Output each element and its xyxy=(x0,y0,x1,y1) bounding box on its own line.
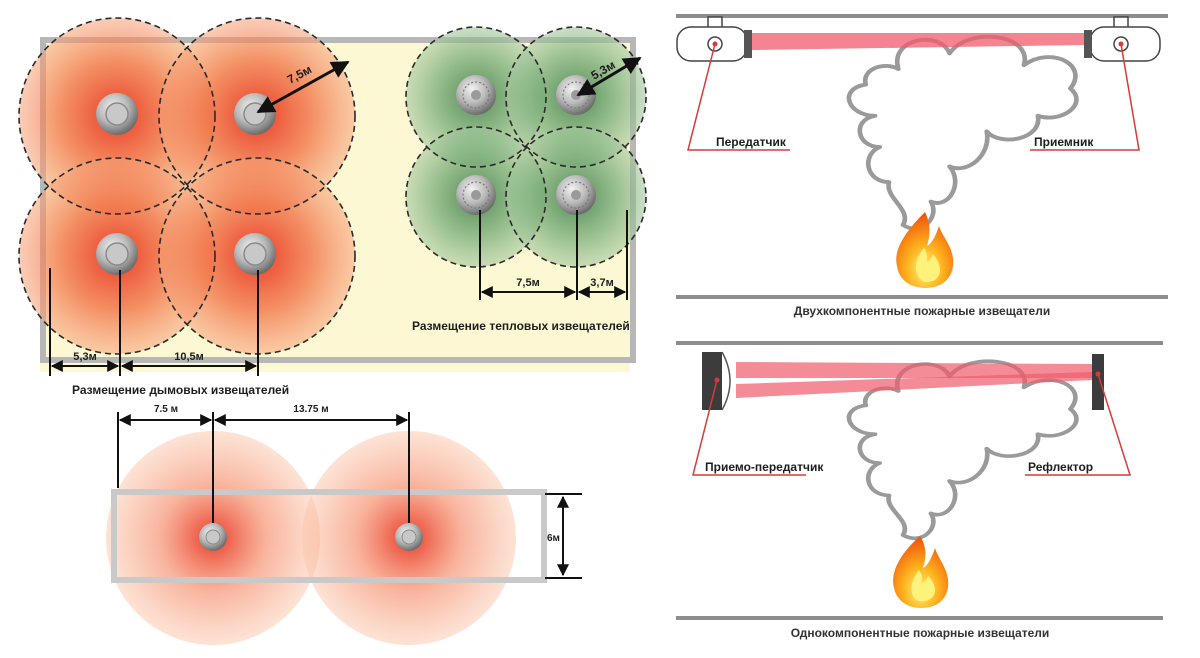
transceiver-leader xyxy=(692,379,806,476)
heat-detector-panel: 5,3м 7,5м 3,7м Размещение тепловых извещ… xyxy=(405,26,647,333)
heat-dim-left: 7,5м xyxy=(516,277,539,289)
corridor-panel: 7.5 м 13.75 м 6м xyxy=(106,404,582,645)
smoke-detector-icon xyxy=(234,233,276,275)
corridor-walls xyxy=(111,489,547,583)
corridor-dim-left: 7.5 м xyxy=(154,404,178,415)
corridor-dim-mid: 13.75 м xyxy=(293,404,328,415)
heat-radius-arrow xyxy=(576,56,642,97)
light-beam-outgoing xyxy=(736,362,1092,378)
heat-caption: Размещение тепловых извещателей xyxy=(412,319,630,333)
heat-detector-icon xyxy=(556,175,596,215)
smoke-detector-icon xyxy=(395,523,423,551)
receiver-leader xyxy=(1030,43,1140,151)
light-beam-return xyxy=(736,372,1092,398)
corridor-dim-height: 6м xyxy=(547,533,560,544)
transceiver-icon xyxy=(702,351,731,411)
reflector-label: Рефлектор xyxy=(1028,460,1093,474)
receiver-icon xyxy=(1084,16,1161,62)
smoke-radius-arrow xyxy=(256,60,350,114)
transmitter-leader xyxy=(687,43,790,151)
one-component-caption: Однокомпонентные пожарные извещатели xyxy=(791,626,1050,640)
two-component-panel: Передатчик Приемник Двухкомпонентные пож… xyxy=(676,14,1168,318)
reflector-leader xyxy=(1025,373,1132,476)
fire-icon xyxy=(896,212,954,288)
smoke-detector-icon xyxy=(199,523,227,551)
light-beam xyxy=(752,33,1085,50)
smoke-caption: Размещение дымовых извещателей xyxy=(72,383,289,397)
smoke-detector-icon xyxy=(96,233,138,275)
one-component-panel: Приемо-передатчик Рефлектор Однокомпонен… xyxy=(676,341,1163,640)
heat-detector-icon xyxy=(456,75,496,115)
two-component-caption: Двухкомпонентные пожарные извещатели xyxy=(794,304,1050,318)
smoke-dim-left: 5,3м xyxy=(73,351,96,363)
smoke-dim-mid: 10,5м xyxy=(174,351,204,363)
transmitter-icon xyxy=(676,16,752,62)
fire-icon xyxy=(893,536,949,608)
heat-detector-icon xyxy=(456,175,496,215)
transceiver-label: Приемо-передатчик xyxy=(705,460,824,474)
heat-dim-right: 3,7м xyxy=(590,277,613,289)
heat-detector-icon xyxy=(556,75,596,115)
reflector-icon xyxy=(1092,354,1104,410)
transmitter-label: Передатчик xyxy=(716,135,787,149)
smoke-detectors xyxy=(96,93,276,275)
smoke-cloud xyxy=(849,37,1077,229)
receiver-label: Приемник xyxy=(1034,135,1094,149)
smoke-detector-icon xyxy=(234,93,276,135)
smoke-detector-icon xyxy=(96,93,138,135)
